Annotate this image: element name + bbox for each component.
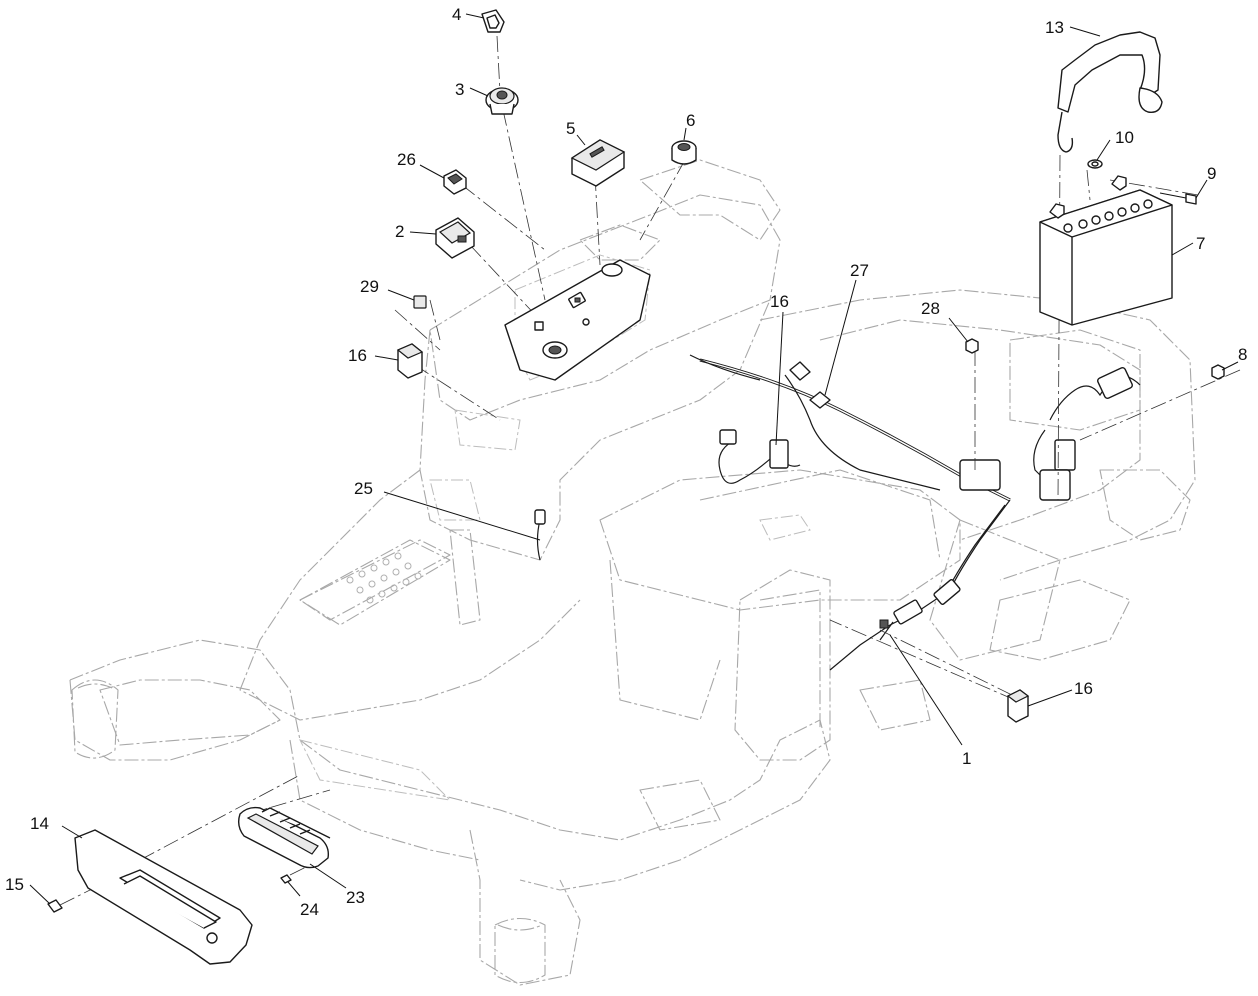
callout-29: 29 — [360, 277, 379, 296]
screw-24 — [280, 874, 292, 884]
clip — [413, 295, 427, 309]
harness-clamp — [789, 361, 831, 409]
key-tag — [481, 9, 505, 33]
callout-4: 4 — [452, 5, 461, 24]
callout-28: 28 — [921, 299, 940, 318]
ignition-switch — [485, 87, 519, 115]
callout-2: 2 — [395, 222, 404, 241]
callout-16-center: 16 — [770, 292, 789, 311]
bolt-9 — [1159, 192, 1197, 205]
relay-left — [396, 343, 424, 379]
nut-8 — [1211, 364, 1225, 380]
assembly-lines — [59, 35, 1241, 906]
power-outlet — [671, 140, 697, 165]
callout-3: 3 — [455, 80, 464, 99]
callout-leaders — [29, 13, 1239, 905]
foot-plate-holes — [346, 552, 422, 604]
harness-connectors — [534, 366, 1133, 629]
callout-23: 23 — [346, 888, 365, 907]
pto-switch — [435, 217, 475, 259]
wire-harness — [536, 354, 1141, 671]
battery — [1039, 175, 1173, 326]
callout-8: 8 — [1238, 345, 1247, 364]
hour-meter — [570, 139, 626, 187]
battery-hold-down — [1057, 31, 1163, 153]
callout-7: 7 — [1196, 234, 1205, 253]
callout-16-right: 16 — [1074, 679, 1093, 698]
nut-28 — [965, 338, 979, 354]
callout-26: 26 — [397, 150, 416, 169]
rocker-switch-small — [443, 169, 467, 195]
callout-27: 27 — [850, 261, 869, 280]
screw-15 — [47, 899, 63, 913]
callout-numbers: 4 3 5 6 26 2 29 16 13 10 9 7 8 28 27 16 … — [5, 5, 1247, 919]
callout-6: 6 — [686, 111, 695, 130]
callout-15: 15 — [5, 875, 24, 894]
washer-10 — [1087, 159, 1103, 169]
callout-24: 24 — [300, 900, 319, 919]
callout-13: 13 — [1045, 18, 1064, 37]
callout-9: 9 — [1207, 164, 1216, 183]
callout-10: 10 — [1115, 128, 1134, 147]
work-light — [237, 806, 331, 869]
callout-1: 1 — [962, 749, 971, 768]
console-panel — [504, 259, 651, 381]
bumper-plate — [74, 829, 253, 965]
callout-14: 14 — [30, 814, 49, 833]
callout-25: 25 — [354, 479, 373, 498]
callout-16-left: 16 — [348, 346, 367, 365]
callout-5: 5 — [566, 119, 575, 138]
relay-right — [1006, 689, 1030, 723]
